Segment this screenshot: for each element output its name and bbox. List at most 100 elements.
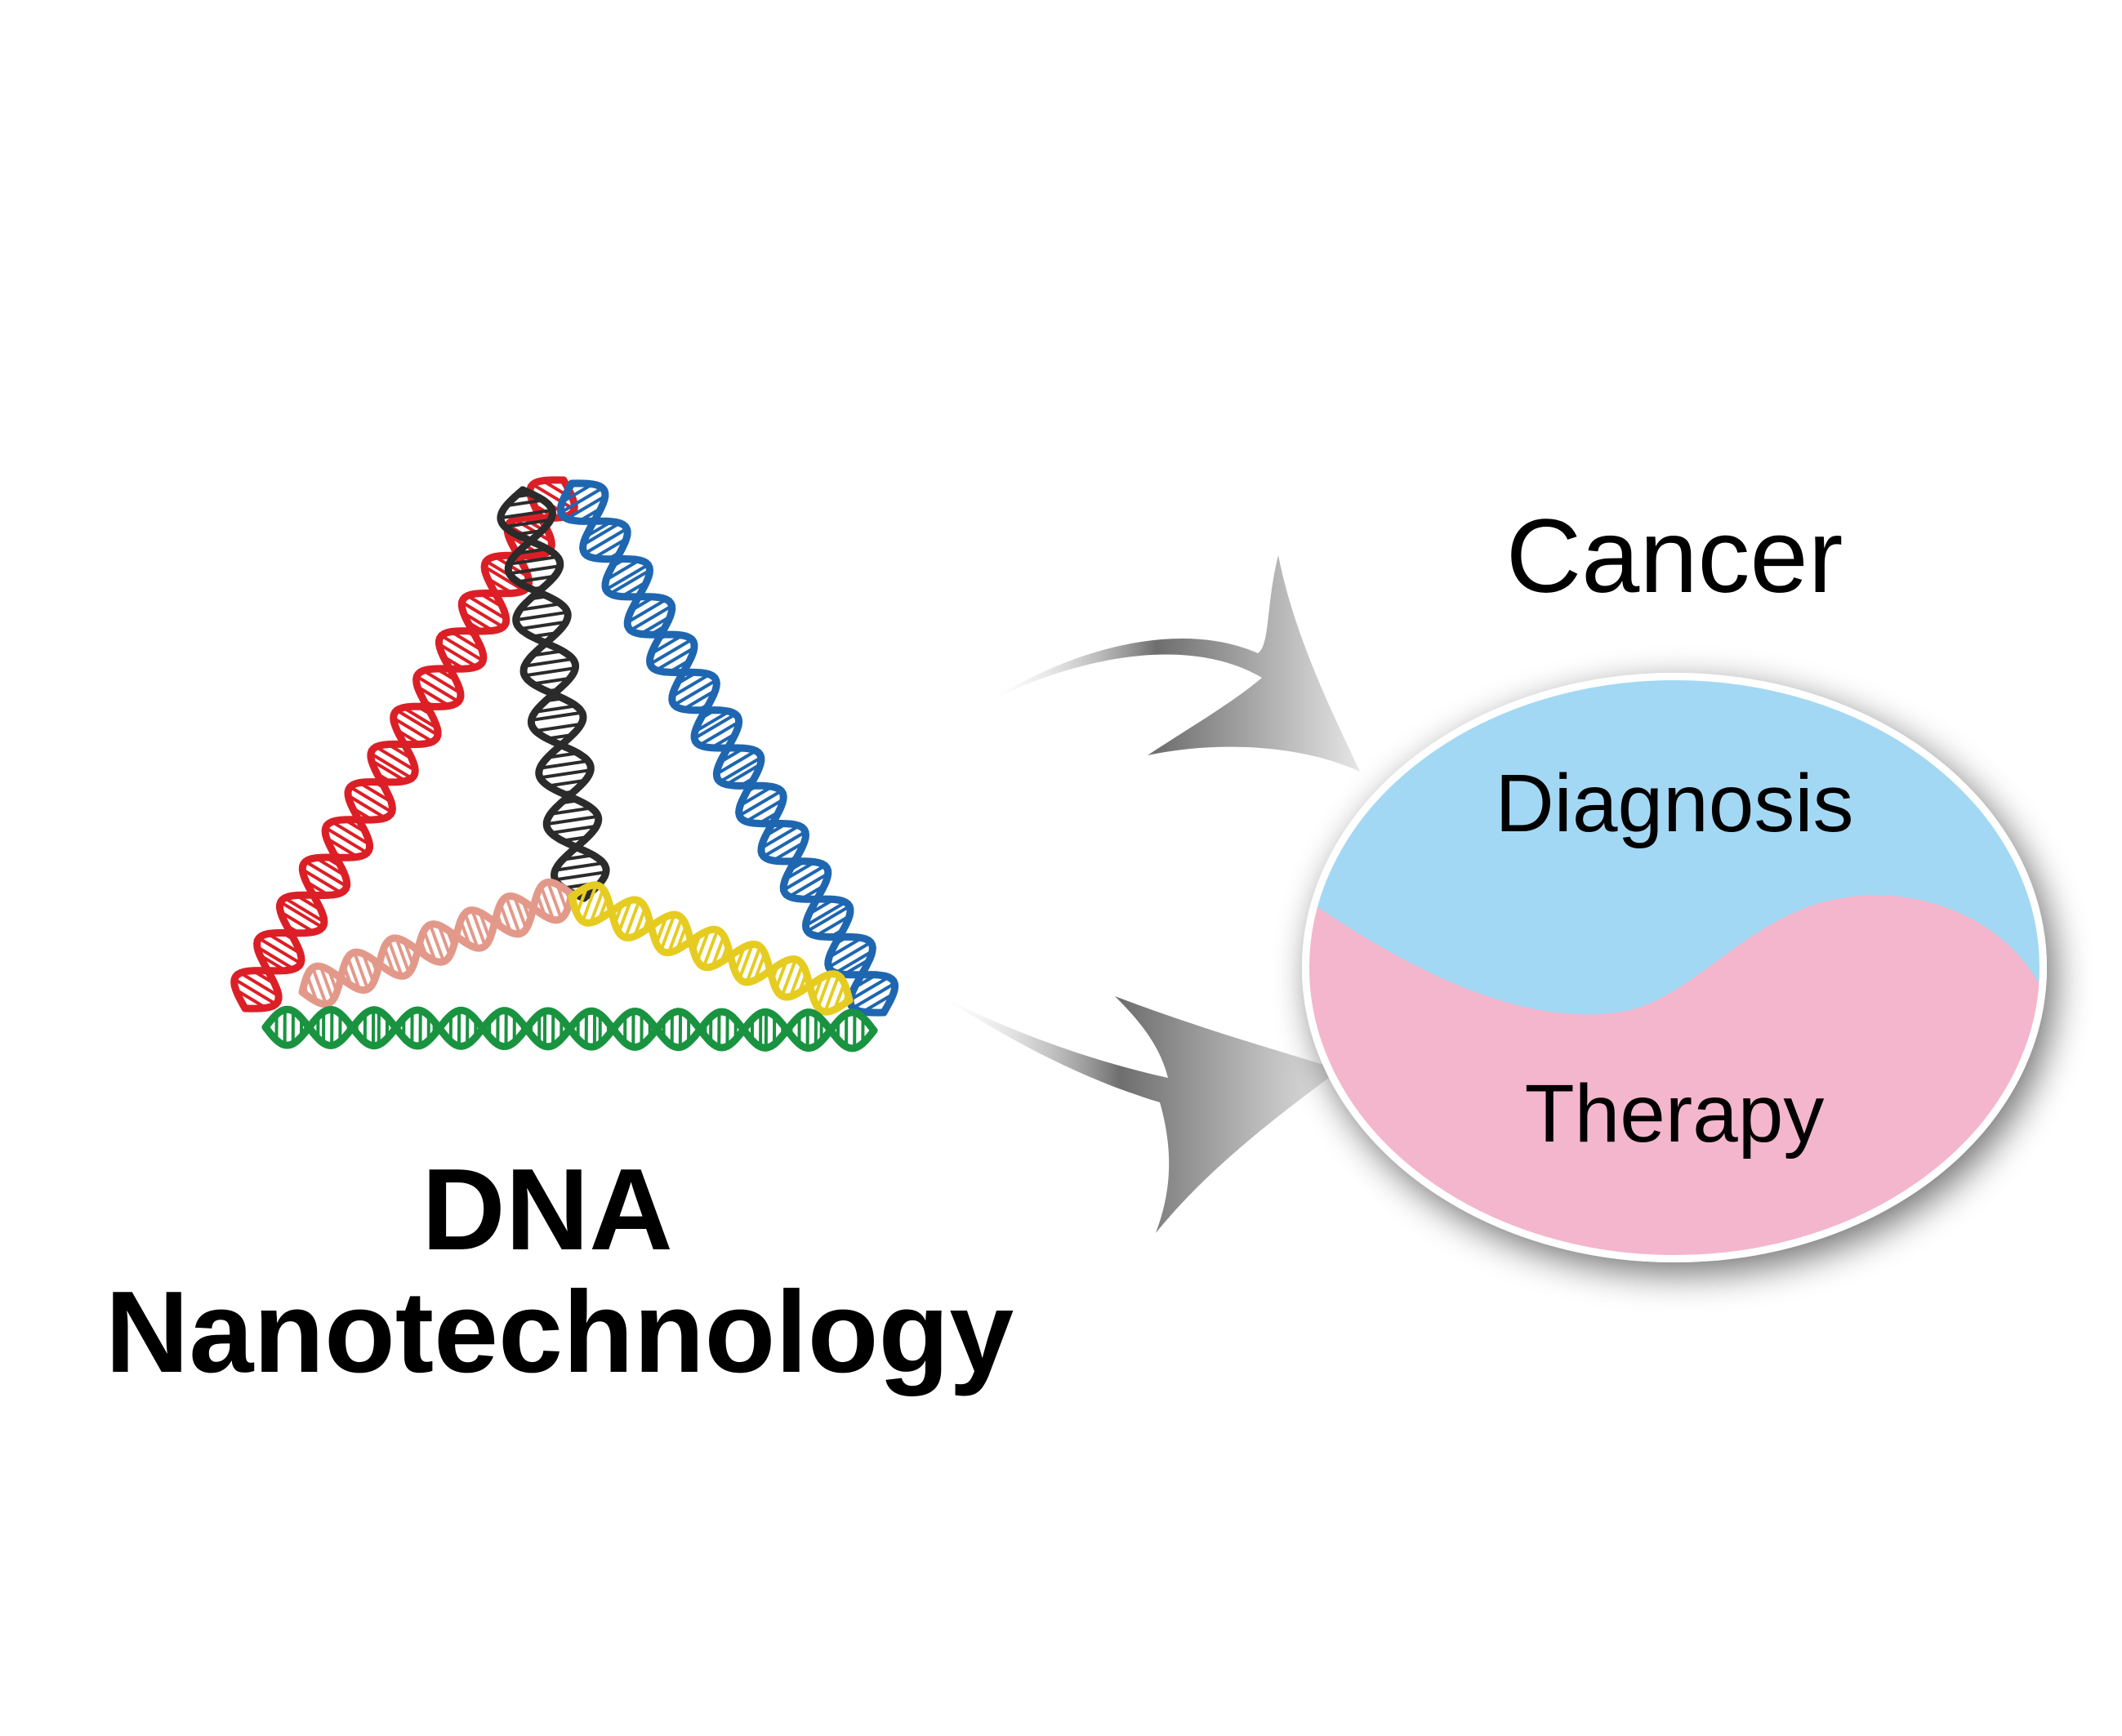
base-pair bbox=[823, 975, 840, 1013]
base-pair bbox=[695, 929, 711, 962]
diagnosis-region bbox=[1307, 678, 2042, 1015]
base-pair bbox=[828, 936, 863, 959]
base-pair bbox=[437, 924, 452, 957]
base-pair bbox=[623, 900, 641, 938]
base-pair bbox=[617, 899, 633, 933]
salmon-helix bbox=[298, 878, 576, 1008]
base-pair bbox=[581, 884, 598, 922]
base-pair bbox=[506, 498, 544, 508]
base-pair bbox=[551, 824, 597, 835]
base-pair bbox=[666, 917, 684, 954]
base-pair bbox=[555, 870, 607, 882]
base-pair bbox=[438, 643, 478, 669]
base-pair bbox=[682, 688, 716, 711]
base-pair bbox=[349, 786, 393, 814]
base-pair bbox=[816, 973, 832, 1008]
base-pair bbox=[827, 941, 872, 969]
base-pair bbox=[509, 564, 560, 576]
backbone-b bbox=[568, 881, 854, 1004]
base-pair bbox=[698, 720, 740, 747]
base-pair bbox=[649, 638, 693, 665]
base-pair bbox=[417, 685, 450, 708]
base-pair bbox=[609, 568, 651, 595]
backbone-b bbox=[504, 486, 603, 902]
backbone-a bbox=[298, 890, 576, 1008]
curved-arrow-icon bbox=[941, 555, 1360, 1233]
base-pair bbox=[815, 915, 850, 937]
base-pair bbox=[589, 888, 605, 924]
base-pair bbox=[256, 946, 295, 971]
base-pair bbox=[324, 826, 368, 855]
base-pair bbox=[693, 712, 737, 741]
base-pair bbox=[500, 508, 553, 520]
base-pair bbox=[395, 709, 439, 737]
base-pair bbox=[738, 789, 782, 817]
base-pair bbox=[535, 722, 582, 733]
base-pair bbox=[266, 932, 301, 955]
base-pair bbox=[546, 814, 599, 826]
base-pair bbox=[559, 486, 604, 514]
base-pair bbox=[279, 910, 315, 934]
base-pair bbox=[725, 763, 762, 786]
base-pair bbox=[673, 679, 717, 707]
base-pair bbox=[806, 905, 851, 933]
base-pair bbox=[319, 965, 335, 1001]
base-pair bbox=[395, 937, 411, 974]
base-pair bbox=[555, 861, 604, 872]
base-pair bbox=[547, 778, 586, 788]
base-pair bbox=[463, 912, 479, 949]
yin-yang-ellipse-icon bbox=[1302, 673, 2047, 1262]
yellow-helix bbox=[568, 881, 854, 1016]
backbone-b bbox=[568, 479, 888, 1017]
base-pair bbox=[626, 598, 667, 624]
base-pair bbox=[279, 901, 323, 929]
base-pair bbox=[583, 527, 628, 555]
base-pair bbox=[512, 896, 528, 930]
base-pair bbox=[239, 971, 280, 998]
base-pair bbox=[301, 868, 342, 895]
base-pair bbox=[534, 704, 577, 714]
base-pair bbox=[257, 937, 302, 965]
base-pair bbox=[629, 604, 673, 632]
base-pair bbox=[605, 559, 640, 581]
black-helix bbox=[497, 486, 610, 902]
base-pair bbox=[509, 554, 558, 566]
base-pair bbox=[582, 521, 621, 546]
base-pair bbox=[539, 759, 589, 770]
base-pair bbox=[387, 940, 403, 977]
base-pair bbox=[519, 602, 561, 612]
base-pair bbox=[370, 759, 407, 783]
base-pair bbox=[788, 964, 805, 998]
base-pair bbox=[234, 977, 277, 1006]
base-pair bbox=[402, 706, 439, 730]
base-pair bbox=[504, 897, 522, 935]
base-pair bbox=[532, 483, 575, 511]
dna-tetrahedron-icon bbox=[230, 476, 899, 1053]
base-pair bbox=[565, 494, 606, 521]
base-pair bbox=[517, 574, 555, 584]
base-pair bbox=[716, 749, 757, 776]
left-label-line2: Nanotechnology bbox=[105, 1267, 1014, 1397]
base-pair bbox=[283, 897, 325, 924]
base-pair bbox=[440, 634, 484, 662]
base-pair bbox=[369, 752, 413, 780]
base-pair bbox=[702, 929, 720, 968]
base-pair bbox=[835, 950, 874, 975]
base-pair bbox=[550, 806, 592, 816]
blue-helix bbox=[556, 479, 899, 1017]
base-pair bbox=[375, 746, 417, 772]
base-pair bbox=[347, 794, 386, 820]
base-pair bbox=[519, 620, 567, 631]
base-pair bbox=[745, 946, 762, 983]
backbone-b bbox=[298, 878, 576, 996]
right-title: Cancer bbox=[1506, 498, 1843, 615]
base-pair bbox=[655, 646, 695, 672]
green-helix bbox=[261, 1005, 878, 1053]
backbone-a bbox=[568, 892, 854, 1016]
base-pair bbox=[533, 676, 571, 686]
base-pair bbox=[671, 673, 711, 698]
base-pair bbox=[311, 967, 328, 1005]
base-pair bbox=[392, 716, 434, 743]
base-pair bbox=[852, 982, 896, 1010]
